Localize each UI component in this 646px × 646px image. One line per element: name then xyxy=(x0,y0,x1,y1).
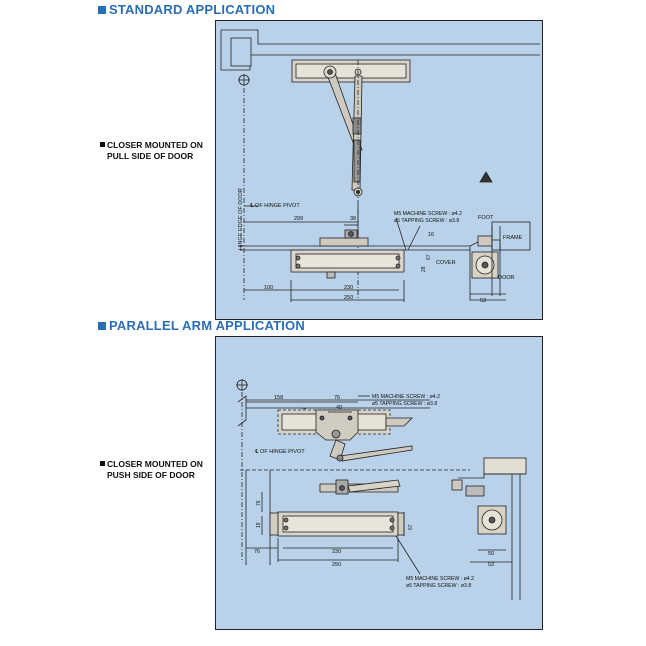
dim-76-bottom: 76 xyxy=(254,549,260,555)
dim-76-top: 76 xyxy=(334,395,340,401)
parallel-side-label-line1: CLOSER MOUNTED ON xyxy=(107,459,203,469)
dim-230: 230 xyxy=(344,285,353,291)
parallel-side-label-line2: PUSH SIDE OF DOOR xyxy=(107,470,195,480)
parallel-tapping-screw-bottom-label: ø5 TAPPING SCREW : ø3.8 xyxy=(406,583,471,589)
dim-50: 50 xyxy=(488,551,494,557)
parallel-section-title: PARALLEL ARM APPLICATION xyxy=(98,318,305,333)
dim-250-parallel: 250 xyxy=(332,562,341,568)
dim-38: 38 xyxy=(350,216,356,222)
standard-machine-screw-label: M5 MACHINE SCREW : ø4.2 xyxy=(394,211,462,217)
dim-67-parallel: 67 xyxy=(408,524,414,530)
bullet-square-icon xyxy=(100,142,105,147)
standard-frame-label: FRAME xyxy=(503,235,523,241)
parallel-tapping-screw-top-label: ø5 TAPPING SCREW : ø3.8 xyxy=(372,401,437,407)
title-square-icon xyxy=(98,6,106,14)
standard-cover-label: COVER xyxy=(436,260,456,266)
standard-side-label-line1: CLOSER MOUNTED ON xyxy=(107,140,203,150)
standard-side-label-line2: PULL SIDE OF DOOR xyxy=(107,151,194,161)
dim-19: 19 xyxy=(256,522,262,528)
dim-40: 40 xyxy=(336,405,342,411)
standard-hinge-pivot-label: ℄ OF HINGE PIVOT xyxy=(249,203,300,209)
standard-side-label: CLOSER MOUNTED ON PULL SIDE OF DOOR xyxy=(100,140,203,162)
dim-16: 16 xyxy=(428,232,434,238)
standard-tapping-screw-label: ø5 TAPPING SCREW : ø3.8 xyxy=(394,218,459,224)
parallel-machine-screw-top-label: M5 MACHINE SCREW : ø4.2 xyxy=(372,394,440,400)
standard-section-title: STANDARD APPLICATION xyxy=(98,2,275,17)
standard-door-label: DOOR xyxy=(498,275,515,281)
dim-158: 158 xyxy=(274,395,283,401)
dim-67: 67 xyxy=(426,254,432,260)
title-square-icon xyxy=(98,322,106,330)
standard-foot-label: FOOT xyxy=(478,215,494,221)
dim-230-parallel: 230 xyxy=(332,549,341,555)
standard-title-text: STANDARD APPLICATION xyxy=(109,2,276,17)
parallel-machine-screw-bottom-label: M5 MACHINE SCREW : ø4.2 xyxy=(406,576,474,582)
parallel-side-label: CLOSER MOUNTED ON PUSH SIDE OF DOOR xyxy=(100,459,203,481)
dim-28: 28 xyxy=(421,266,427,272)
dim-100: 100 xyxy=(264,285,273,291)
parallel-title-text: PARALLEL ARM APPLICATION xyxy=(109,318,305,333)
bullet-square-icon xyxy=(100,461,105,466)
dim-76-side: 76 xyxy=(256,500,262,506)
standard-hinge-edge-label: HINGE EDGE OF DOOR xyxy=(238,188,244,250)
dim-250: 250 xyxy=(344,295,353,301)
dim-299: 299 xyxy=(294,216,303,222)
dim-53: 53 xyxy=(480,298,486,304)
parallel-hinge-pivot-label: ℄ OF HINGE PIVOT xyxy=(254,449,305,455)
dim-7: 7 xyxy=(302,407,308,410)
dim-53-parallel: 53 xyxy=(488,562,494,568)
